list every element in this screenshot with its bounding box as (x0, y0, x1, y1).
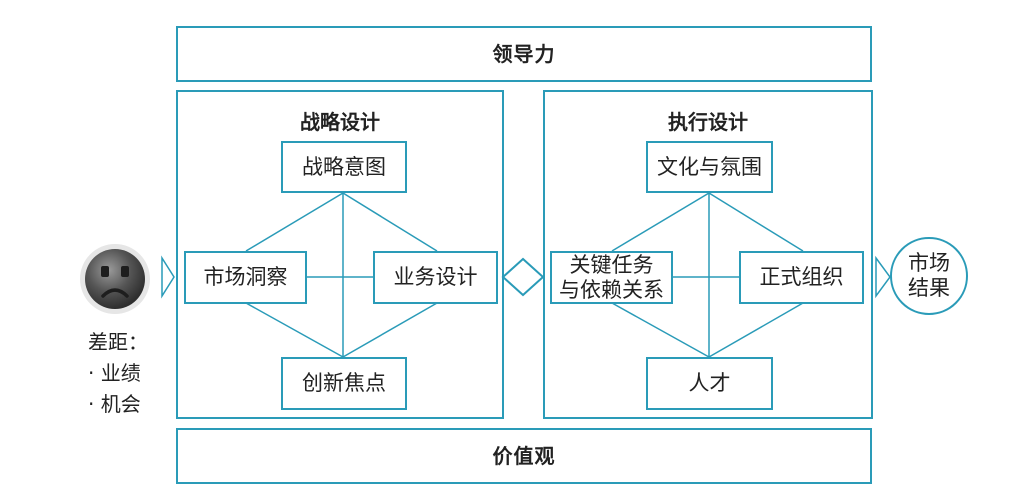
execution-title: 执行设计 (668, 110, 748, 134)
market-insight-node: 市场洞察 (184, 251, 307, 304)
key-tasks-node: 关键任务 与依赖关系 (550, 251, 673, 304)
entry-arrow-icon (161, 255, 175, 299)
values-band: 价值观 (176, 428, 872, 484)
market-result-circle: 市场 结果 (890, 237, 968, 315)
innovation-focus-node: 创新焦点 (281, 357, 407, 410)
key-tasks-label-line2: 与依赖关系 (559, 277, 664, 302)
execution-panel: 执行设计 (543, 90, 873, 419)
gap-text: 差距： · 业绩 · 机会 (88, 327, 178, 420)
gap-title: 差距： (88, 330, 148, 354)
gap-item-opportunity: · 机会 (88, 392, 141, 416)
talent-node: 人才 (646, 357, 773, 410)
key-tasks-label-line1: 关键任务 (569, 253, 654, 278)
formal-organization-node: 正式组织 (739, 251, 864, 304)
culture-node: 文化与氛围 (646, 141, 773, 193)
strategy-panel: 战略设计 (176, 90, 504, 419)
business-design-label: 业务设计 (393, 265, 478, 290)
leadership-band: 领导力 (176, 26, 872, 82)
culture-label: 文化与氛围 (657, 154, 762, 179)
values-label: 价值观 (492, 443, 556, 468)
gap-item-performance: · 业绩 (88, 361, 141, 385)
market-result-line2: 结果 (908, 276, 950, 300)
sad-face-icon (80, 244, 150, 314)
result-arrow-icon (875, 255, 891, 299)
leadership-label: 领导力 (492, 41, 556, 66)
talent-label: 人才 (688, 371, 731, 396)
market-result-line1: 市场 (908, 250, 950, 275)
market-insight-label: 市场洞察 (203, 265, 288, 290)
business-design-node: 业务设计 (373, 251, 498, 304)
center-diamond-icon (501, 257, 545, 297)
formal-organization-label: 正式组织 (759, 265, 844, 290)
strategic-intent-label: 战略意图 (302, 154, 386, 179)
strategic-intent-node: 战略意图 (281, 141, 407, 193)
strategy-title: 战略设计 (300, 110, 380, 134)
innovation-focus-label: 创新焦点 (302, 371, 386, 396)
